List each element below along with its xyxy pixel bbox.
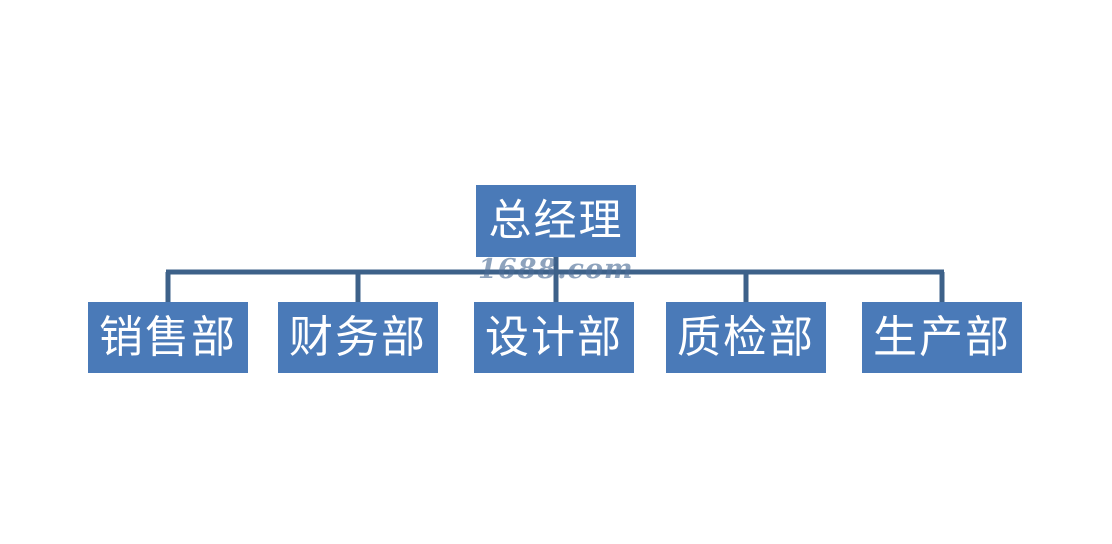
watermark-text: 1688.com	[478, 254, 634, 285]
org-node-quality[interactable]: 质检部	[666, 302, 826, 373]
org-node-root-label: 总经理	[488, 195, 624, 246]
org-node-production[interactable]: 生产部	[862, 302, 1022, 373]
org-node-finance-label: 财务部	[289, 311, 427, 363]
org-node-sales-label: 销售部	[99, 311, 237, 363]
org-node-finance[interactable]: 财务部	[278, 302, 438, 373]
org-node-quality-label: 质检部	[677, 311, 815, 363]
org-node-design-label: 设计部	[485, 311, 623, 363]
org-node-root[interactable]: 总经理	[476, 185, 636, 257]
org-node-sales[interactable]: 销售部	[88, 302, 248, 373]
org-node-design[interactable]: 设计部	[474, 302, 634, 373]
org-node-production-label: 生产部	[873, 311, 1011, 363]
